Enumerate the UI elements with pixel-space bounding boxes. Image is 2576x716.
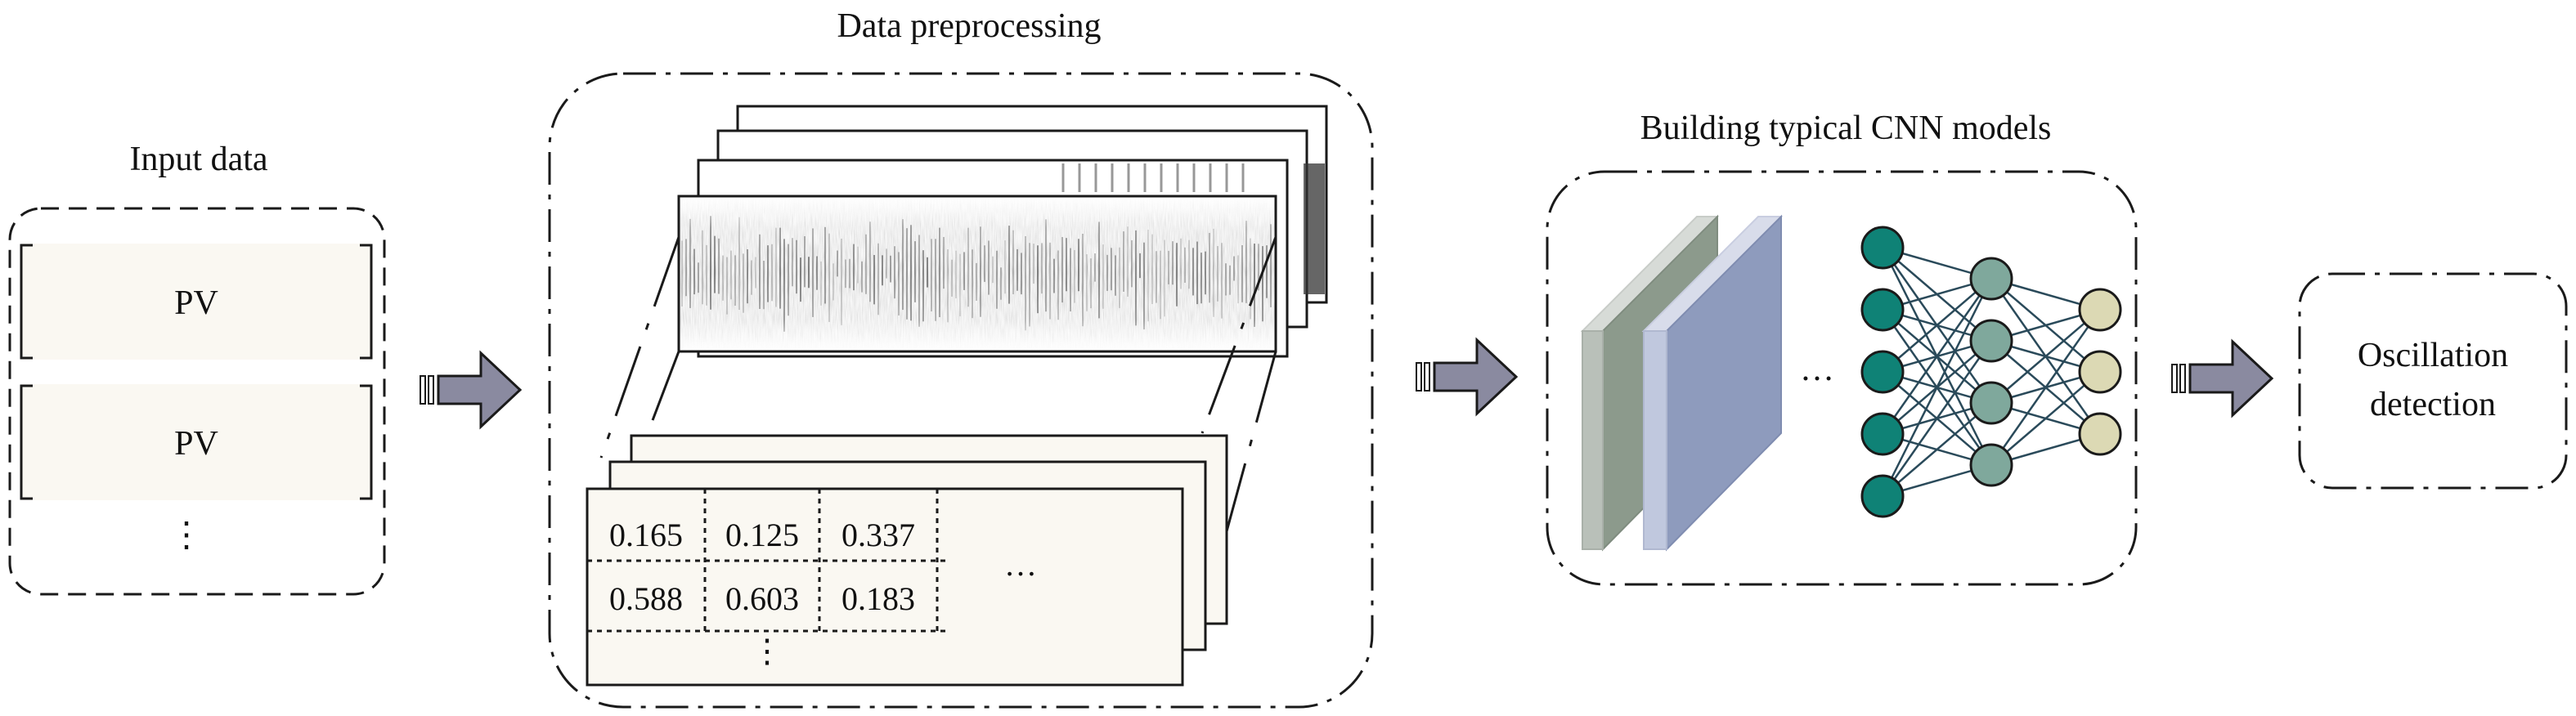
- matrix-row-ellipsis: …: [1004, 546, 1037, 583]
- matrix-cell-1-1: 0.603: [725, 580, 799, 617]
- network-edge-hidden2-output0: [1990, 309, 2101, 404]
- pv-label-1: PV: [174, 284, 218, 322]
- input-node-2: [1860, 288, 1905, 332]
- output-node-3: [2078, 412, 2122, 456]
- network-edge-input4-hidden0: [1881, 278, 1993, 497]
- network-edge-hidden3-output0: [1990, 309, 2102, 466]
- input-data-title: Input data: [129, 141, 267, 178]
- cnn-title: Building typical CNN models: [1640, 110, 2052, 147]
- preprocessing-title: Data preprocessing: [837, 7, 1101, 45]
- network-edge-input4-hidden2: [1882, 402, 1992, 497]
- flow-arrow-3: [2171, 338, 2274, 418]
- conv-layer-2: [1641, 214, 1784, 552]
- fully-connected-network: [1860, 226, 2122, 518]
- input-stage: Input data PV PV ⋮: [8, 141, 386, 596]
- network-edge-input4-hidden1: [1881, 340, 1993, 497]
- detection-label: detection: [2370, 386, 2496, 423]
- hidden-node-3: [1969, 381, 2013, 425]
- input-ellipsis: ⋮: [169, 517, 204, 554]
- hidden-node-1: [1969, 257, 2013, 301]
- network-edge-input3-hidden0: [1881, 278, 1993, 435]
- cnn-stage: Building typical CNN models …: [1546, 110, 2138, 586]
- hidden-node-2: [1969, 319, 2013, 363]
- oscillation-label: Oscillation: [2358, 337, 2508, 374]
- pv-item-1: PV: [20, 244, 373, 360]
- network-edge-hidden3-output1: [1990, 371, 2101, 466]
- preprocessing-stage: Data preprocessing: [548, 7, 1374, 709]
- matrix-cell-0-2: 0.337: [841, 517, 915, 553]
- pv-label-2: PV: [174, 425, 218, 463]
- flow-arrow-1: [420, 350, 523, 430]
- input-node-3: [1860, 350, 1905, 394]
- pv-item-2: PV: [20, 384, 373, 500]
- cnn-ellipsis: …: [1800, 351, 1834, 388]
- output-stage: Oscillation detection: [2298, 272, 2568, 490]
- input-node-4: [1860, 412, 1905, 456]
- output-node-2: [2078, 350, 2122, 394]
- matrix-cell-0-1: 0.125: [725, 517, 799, 553]
- input-data-container: [8, 207, 386, 596]
- matrix-layer-1: [586, 487, 1184, 687]
- oscillation-detection-box: [2298, 272, 2568, 490]
- output-node-1: [2078, 288, 2122, 332]
- preprocessing-container: [548, 72, 1374, 709]
- matrix-stack: 0.165 0.125 0.337 0.588 0.603 0.183 … ⋮: [586, 434, 1228, 687]
- matrix-col-ellipsis: ⋮: [751, 633, 783, 669]
- cnn-container: [1546, 170, 2138, 586]
- spectrogram-stack: [677, 105, 1328, 358]
- input-node-5: [1860, 474, 1905, 518]
- network-edge-input2-hidden0: [1882, 278, 1992, 373]
- matrix-cell-0-0: 0.165: [609, 517, 683, 553]
- flow-arrow-2: [1416, 337, 1519, 417]
- matrix-cell-1-0: 0.588: [609, 580, 683, 617]
- matrix-cell-1-2: 0.183: [841, 580, 915, 617]
- input-node-1: [1860, 226, 1905, 270]
- hidden-node-4: [1969, 443, 2013, 487]
